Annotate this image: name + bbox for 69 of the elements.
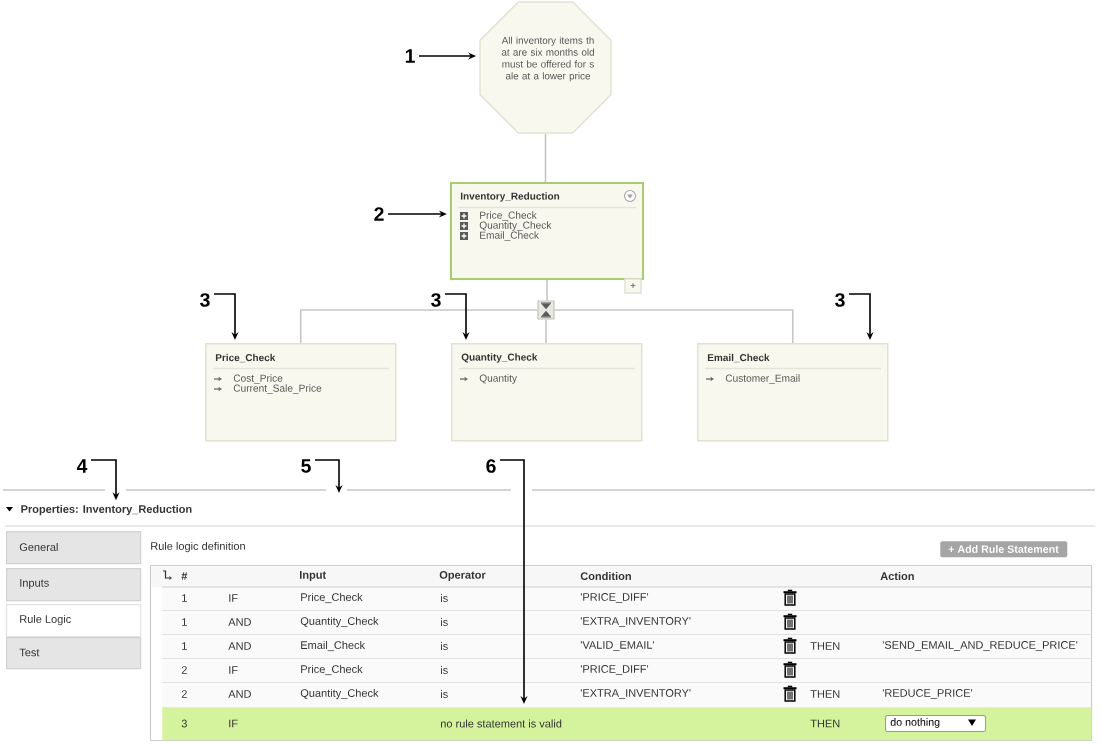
table-entry: Quantity_Check [300, 616, 379, 628]
connector-line [299, 309, 539, 344]
tab: Inputs [6, 568, 142, 602]
table-entry: IF [229, 594, 238, 602]
callout-number: 4 [76, 459, 88, 473]
table-entry: 2 [181, 666, 187, 674]
table-entry: 'VALID_EMAIL' [580, 641, 654, 651]
octagon: All inventory items th at are six months old must be offered for s ale at a lower price [479, 1, 612, 134]
callout-number: 2 [374, 207, 384, 221]
connector-line [546, 279, 548, 302]
list-item: Quantity_Check [479, 221, 552, 231]
column-heading: Action [880, 571, 914, 581]
callout-number: 6 [486, 459, 496, 473]
add-button: + Add Rule Statement [940, 541, 1068, 558]
table-entry: AND [228, 618, 251, 626]
tab: Test [6, 637, 142, 670]
table-entry: THEN [810, 690, 840, 698]
connector-line [544, 132, 547, 183]
callout-number: 5 [301, 459, 311, 473]
table-entry: 'EXTRA_INVENTORY' [580, 689, 691, 699]
section-heading: Rule logic definition [151, 541, 245, 553]
list-item: Price_Check [480, 211, 537, 221]
callout-number: 3 [835, 293, 845, 307]
table-entry: 1 [182, 618, 187, 626]
tab: Rule Logic [6, 604, 142, 638]
dropdown: do nothing [885, 715, 986, 732]
connector-line [545, 318, 547, 344]
table-entry: Price_Check [301, 664, 363, 676]
table-entry: THEN [810, 642, 840, 650]
table-entry: Price_Check [301, 592, 363, 604]
node-label: IF [229, 719, 238, 728]
column-heading: # [181, 572, 188, 580]
list-item: Cost_Price [233, 374, 283, 384]
table-entry: 'SEND_EMAIL_AND_REDUCE_PRICE' [882, 641, 1078, 651]
table-entry: Quantity_Check [300, 688, 379, 700]
table-entry: 2 [181, 690, 187, 698]
table-entry: 1 [182, 594, 187, 602]
hourglass-icon [537, 300, 555, 320]
list-item: Email_Check [480, 231, 539, 241]
callout-number: 3 [200, 293, 210, 307]
callout-number: 3 [431, 293, 441, 307]
node-label: THEN [810, 719, 840, 728]
list-item: Customer_Email [725, 374, 800, 384]
table-entry: AND [228, 642, 251, 650]
plus-button: + [624, 278, 642, 294]
table-entry: is [441, 665, 448, 675]
table-entry: 'REDUCE_PRICE' [882, 689, 973, 699]
panel-heading: Properties: Inventory_Reduction [21, 504, 192, 516]
table-entry: is [441, 593, 448, 603]
table-entry: is [441, 689, 448, 699]
connector-line [553, 309, 794, 344]
table-entry: IF [229, 666, 238, 674]
node-label: 3 [181, 719, 187, 728]
tab: General [6, 531, 142, 565]
table-entry: AND [228, 690, 251, 698]
list-item: Current_Sale_Price [233, 384, 322, 394]
table-entry: is [441, 617, 448, 627]
table-entry: 'PRICE_DIFF' [580, 665, 649, 675]
table-entry: is [441, 641, 448, 651]
callout-number: 1 [405, 49, 415, 63]
table-entry: 'PRICE_DIFF' [580, 593, 649, 603]
table-entry: 'EXTRA_INVENTORY' [580, 617, 691, 627]
table-entry: Email_Check [301, 640, 366, 652]
node-label: no rule statement is valid [441, 719, 562, 728]
table-entry: 1 [182, 642, 187, 650]
list-item: Quantity [479, 374, 517, 384]
column-heading: Input [300, 571, 326, 581]
column-heading: Condition [580, 571, 631, 581]
column-heading: Operator [439, 571, 486, 581]
